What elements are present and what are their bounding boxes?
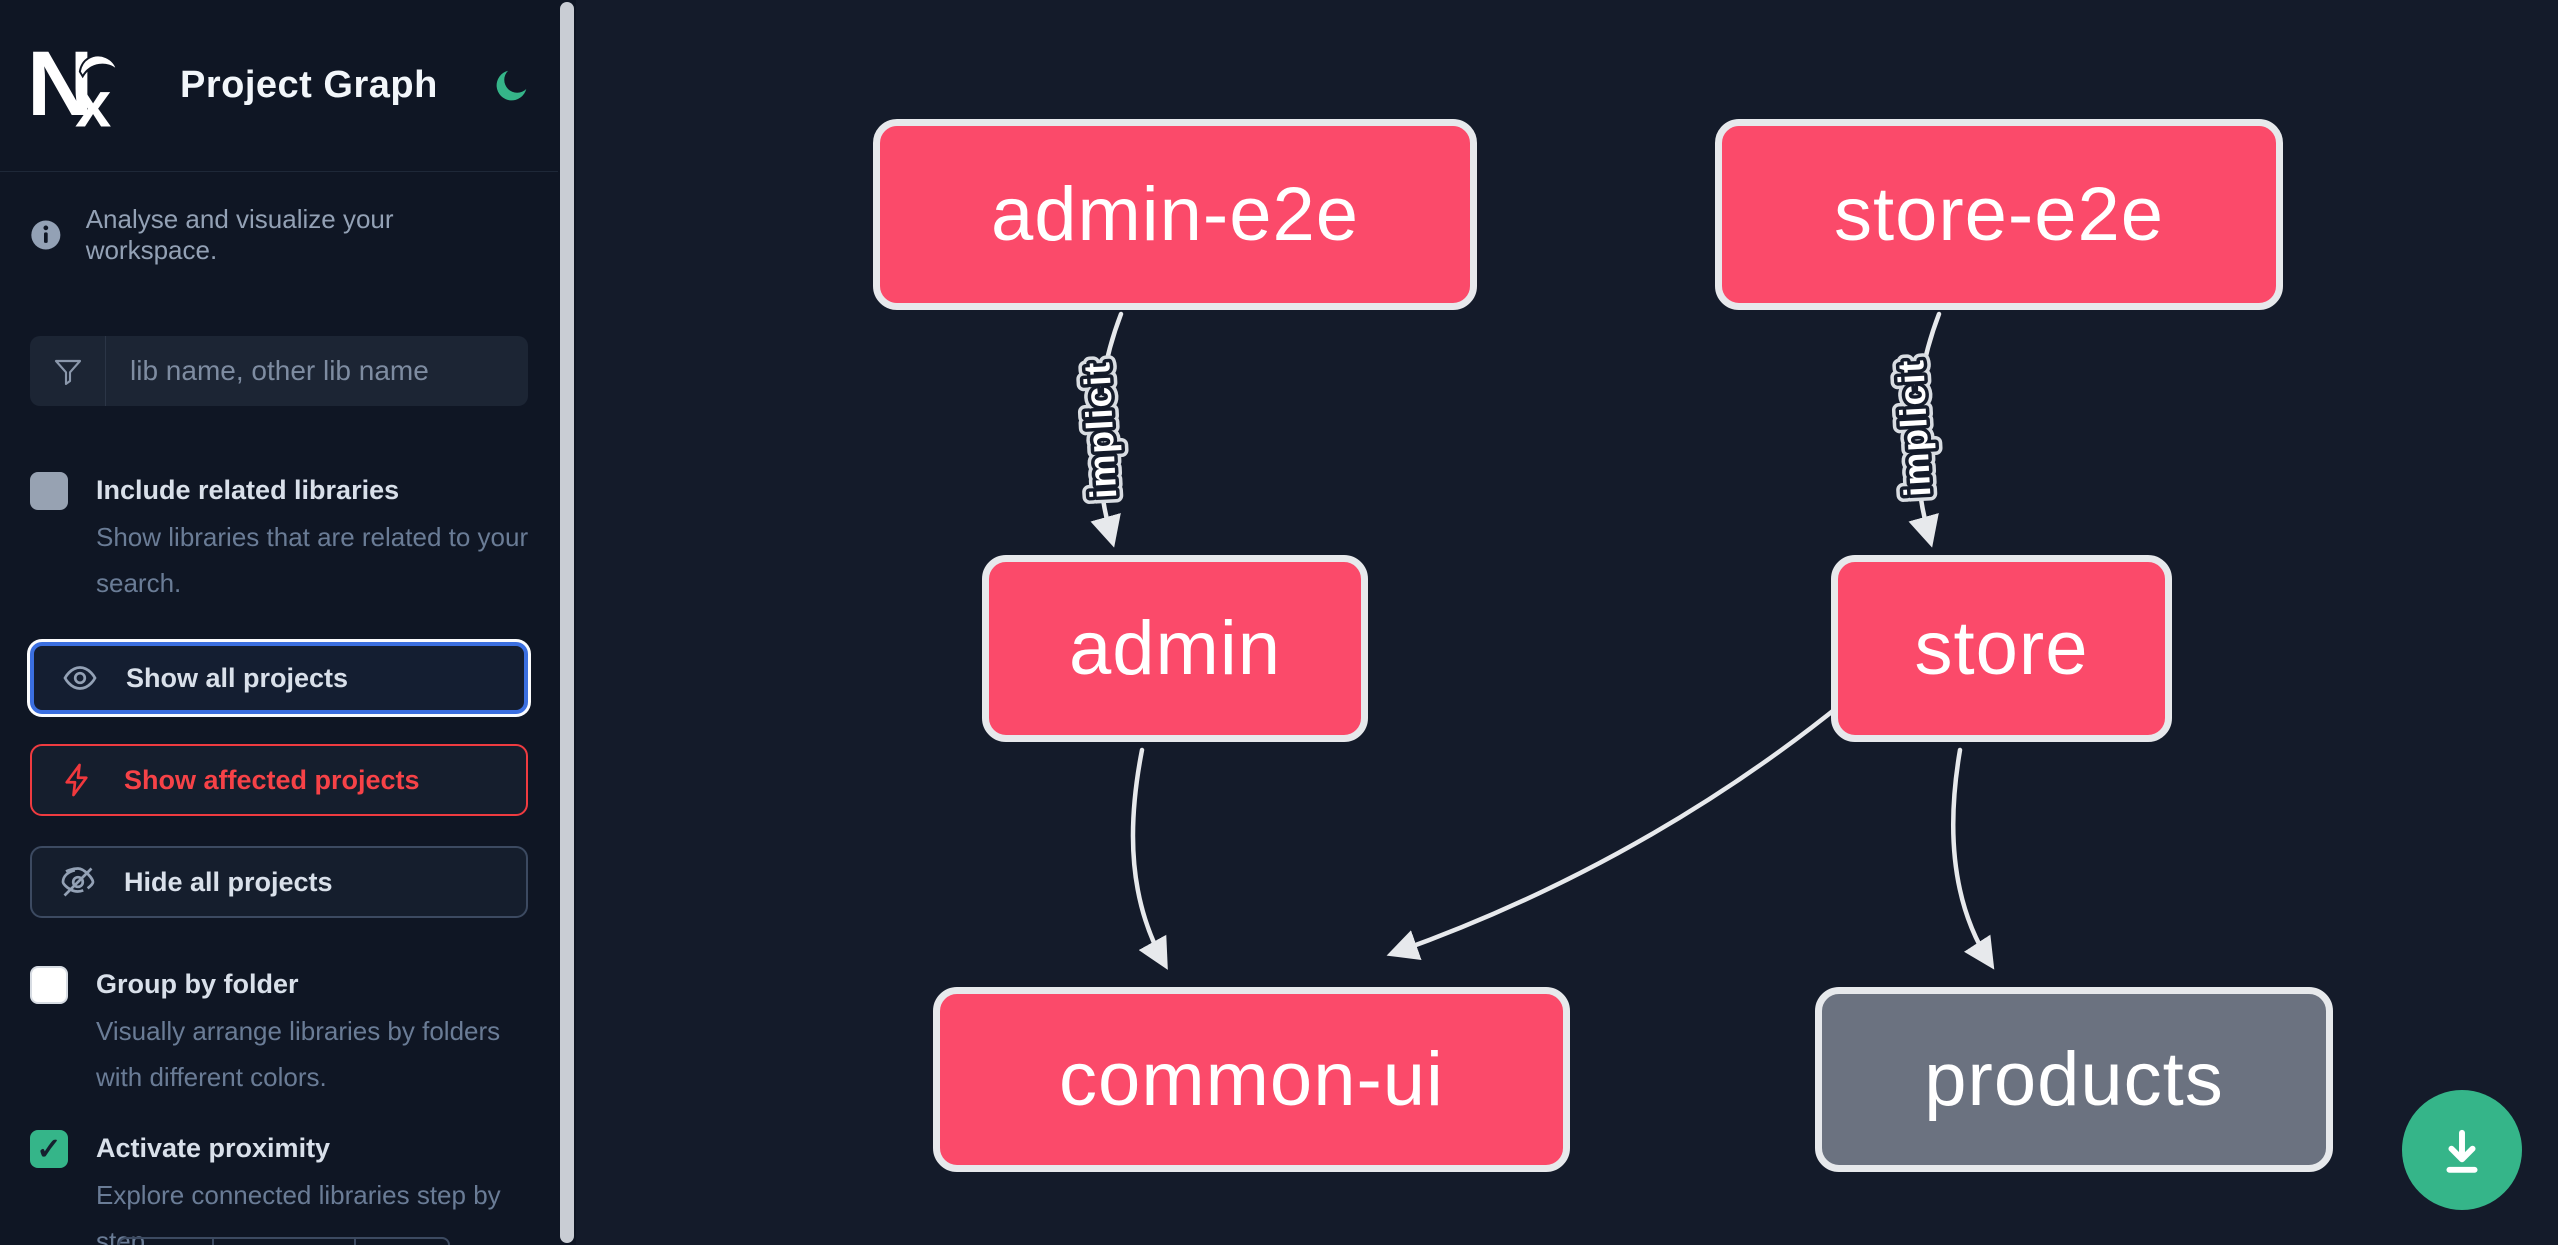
- svg-text:N: N: [27, 38, 94, 134]
- sidebar-scrollbar-track: [558, 0, 576, 1245]
- search-input[interactable]: [106, 336, 528, 406]
- filter-search-box: [30, 336, 528, 406]
- graph-node-store[interactable]: store: [1831, 555, 2172, 742]
- graph-node-admin-e2e[interactable]: admin-e2e: [873, 119, 1477, 310]
- sidebar: N x Project Graph Analyse and visualize …: [0, 0, 558, 1245]
- workspace-tagline-row: Analyse and visualize your workspace.: [30, 204, 528, 266]
- info-icon: [31, 220, 61, 250]
- edge-store-to-common-ui: [1386, 699, 1847, 960]
- include-related-checkbox[interactable]: [30, 472, 68, 510]
- proximity-depth-segmented-control[interactable]: [118, 1237, 450, 1245]
- checkmark-icon: ✓: [36, 1132, 62, 1166]
- activate-proximity-label[interactable]: Activate proximity: [96, 1133, 331, 1163]
- show-all-projects-button[interactable]: Show all projects: [30, 642, 528, 714]
- download-graph-button[interactable]: [2402, 1090, 2522, 1210]
- theme-toggle-button[interactable]: [492, 66, 532, 106]
- eye-off-icon: [61, 867, 95, 897]
- node-label: admin-e2e: [990, 172, 1360, 257]
- node-label: store: [1914, 606, 2089, 691]
- group-by-folder-label[interactable]: Group by folder: [96, 969, 299, 999]
- edge-admin-e2e-to-admin: [1090, 311, 1124, 548]
- edge-admin-to-common-ui: [1130, 747, 1168, 970]
- svg-text:implicit: implicit: [1076, 360, 1124, 499]
- sidebar-header: N x Project Graph: [0, 0, 558, 172]
- group-by-folder-row: Group by folder Visually arrange librari…: [30, 964, 528, 1100]
- eye-icon: [63, 666, 97, 690]
- include-related-row: Include related libraries Show libraries…: [30, 470, 528, 606]
- graph-edges: implicit implicit implicit implicit impl…: [1069, 311, 1995, 970]
- show-affected-projects-button[interactable]: Show affected projects: [30, 744, 528, 816]
- graph-node-admin[interactable]: admin: [982, 555, 1368, 742]
- hide-all-projects-button[interactable]: Hide all projects: [30, 846, 528, 918]
- svg-text:implicit: implicit: [1890, 358, 1938, 497]
- moon-icon: [496, 70, 527, 100]
- node-label: common-ui: [1059, 1037, 1444, 1122]
- edge-label-implicit-admin: implicit implicit implicit: [1069, 353, 1131, 506]
- node-label: admin: [1069, 606, 1281, 691]
- funnel-filter-icon: [30, 336, 106, 406]
- show-affected-projects-label: Show affected projects: [124, 764, 420, 795]
- show-all-projects-label: Show all projects: [126, 662, 349, 693]
- activate-proximity-checkbox[interactable]: ✓: [30, 1130, 68, 1168]
- project-graph-canvas: implicit implicit implicit implicit impl…: [576, 0, 2558, 1245]
- edge-store-to-products: [1951, 747, 1995, 970]
- page-title: Project Graph: [180, 64, 438, 106]
- nx-logo: N x: [27, 38, 119, 134]
- workspace-tagline: Analyse and visualize your workspace.: [85, 204, 394, 265]
- graph-node-common-ui[interactable]: common-ui: [933, 987, 1570, 1172]
- graph-node-products[interactable]: products: [1815, 987, 2333, 1172]
- lightning-bolt-icon: [65, 763, 88, 797]
- edge-label-implicit-store: implicit implicit implicit: [1883, 351, 1945, 504]
- node-label: store-e2e: [1833, 172, 2165, 257]
- svg-text:x: x: [75, 67, 111, 134]
- activate-proximity-row: ✓ Activate proximity Explore connected l…: [30, 1128, 528, 1245]
- group-by-folder-description: Visually arrange libraries by folders wi…: [96, 1016, 501, 1092]
- group-by-folder-checkbox[interactable]: [30, 966, 68, 1004]
- node-label: products: [1924, 1037, 2224, 1122]
- sidebar-scrollbar-thumb[interactable]: [560, 2, 574, 1243]
- include-related-label[interactable]: Include related libraries: [96, 475, 400, 505]
- hide-all-projects-label: Hide all projects: [124, 866, 333, 897]
- activate-proximity-description: Explore connected libraries step by step…: [96, 1180, 501, 1245]
- edge-store-e2e-to-store: [1908, 311, 1942, 548]
- download-icon: [2446, 1129, 2478, 1173]
- include-related-description: Show libraries that are related to your …: [96, 522, 529, 598]
- graph-node-store-e2e[interactable]: store-e2e: [1715, 119, 2283, 310]
